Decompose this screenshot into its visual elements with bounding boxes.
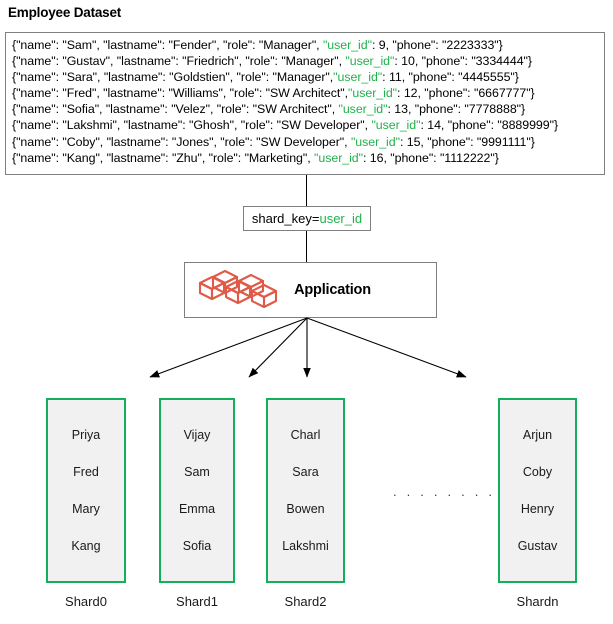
shard-label-n: Shardn [516,594,559,609]
shard-column-n: Arjun Coby Henry Gustav Shardn [498,398,577,609]
shard-label-1: Shard1 [176,594,218,609]
shard-key-value: user_id [319,211,363,226]
shard-entry: Vijay [183,427,211,442]
record-suffix: : 15, "phone": "9991111"} [399,134,535,149]
stacked-cubes-icon [198,269,278,309]
record-prefix: {"name": "Sam", "lastname": "Fender", "r… [12,38,323,52]
shard-box-n: Arjun Coby Henry Gustav [498,398,577,583]
shard-column-0: Priya Fred Mary Kang Shard0 [46,398,126,609]
shard-key-text: shard_key=user_id [252,211,362,226]
shard-box-2: Charl Sara Bowen Lakshmi [266,398,345,583]
shard-box-1: Vijay Sam Emma Sofia [159,398,235,583]
shard-entry: Sofia [182,539,212,554]
shard-box-0: Priya Fred Mary Kang [46,398,126,583]
connector-dataset-to-shardkey [306,175,307,206]
record-suffix: : 12, "phone": "6667777"} [397,86,535,101]
record-prefix: {"name": "Lakshmi", "lastname": "Ghosh",… [12,118,372,133]
record-suffix: : 13, "phone": "7778888"} [387,102,526,117]
shard-ellipsis: . . . . . . . . [393,484,496,499]
record-shardkey-field: "user_id" [314,150,364,165]
shard-entry: Mary [72,502,100,517]
dataset-record-row: {"name": "Kang", "lastname": "Zhu", "rol… [12,150,602,166]
record-suffix: : 16, "phone": "1112222"} [363,150,499,165]
shard-entry: Henry [520,502,555,517]
record-suffix: : 14, "phone": "8889999"} [420,118,559,133]
arrow-to-shardn [306,317,467,378]
shard-entry: Charl [290,427,321,442]
record-shardkey-field: "user_id" [350,134,400,149]
shard-label-0: Shard0 [65,594,107,609]
shard-entry: Sam [184,464,210,479]
record-shardkey-field: "user_id" [348,86,398,101]
record-prefix: {"name": "Kang", "lastname": "Zhu", "rol… [12,150,315,165]
shard-entry: Bowen [286,502,325,517]
shard-entry: Sara [292,464,319,479]
dataset-record-row: {"name": "Sofia", "lastname": "Velez", "… [12,101,602,117]
dataset-record-row: {"name": "Coby", "lastname": "Jones", "r… [12,134,602,150]
connector-shardkey-to-application [306,231,307,262]
shard-column-2: Charl Sara Bowen Lakshmi Shard2 [266,398,345,609]
record-shardkey-field: "user_id" [371,118,421,133]
arrow-to-shard0 [149,317,308,378]
dataset-record-row: {"name": "Lakshmi", "lastname": "Ghosh",… [12,117,602,133]
shard-entry: Coby [522,464,553,479]
record-suffix: : 9, "phone": "2223333"} [371,38,503,52]
arrow-to-shard1 [248,317,308,378]
record-suffix: : 10, "phone": "3334444"} [394,54,532,69]
dataset-record-row: {"name": "Fred", "lastname": "Williams",… [12,85,602,101]
dataset-record-row: {"name": "Sara", "lastname": "Goldstien"… [12,69,602,85]
dataset-record-row: {"name": "Sam", "lastname": "Fender", "r… [12,37,602,53]
dataset-record-list: {"name": "Sam", "lastname": "Fender", "r… [12,37,602,166]
shard-key-label: shard_key= [251,211,320,226]
record-shardkey-field: "user_id" [322,38,372,52]
shard-column-1: Vijay Sam Emma Sofia Shard1 [159,398,235,609]
dataset-record-row: {"name": "Gustav", "lastname": "Friedric… [12,53,602,69]
record-shardkey-field: "user_id" [338,102,388,117]
shard-key-box: shard_key=user_id [243,206,371,231]
application-box: Application [184,262,437,318]
record-prefix: {"name": "Sara", "lastname": "Goldstien"… [12,70,334,85]
page-title: Employee Dataset [8,5,122,20]
record-prefix: {"name": "Gustav", "lastname": "Friedric… [12,54,346,69]
record-shardkey-field: "user_id" [345,54,395,69]
shard-entry: Lakshmi [282,539,329,554]
shard-entry: Fred [73,464,99,479]
shard-entry: Priya [71,427,101,442]
record-prefix: {"name": "Coby", "lastname": "Jones", "r… [12,134,351,149]
dataset-box: {"name": "Sam", "lastname": "Fender", "r… [5,32,605,175]
record-shardkey-field: "user_id" [333,70,383,85]
shard-entry: Arjun [522,427,553,442]
shard-entry: Gustav [517,539,558,554]
shard-entry: Emma [178,502,216,517]
record-prefix: {"name": "Fred", "lastname": "Williams",… [12,86,349,101]
record-suffix: : 11, "phone": "4445555"} [382,70,519,85]
shard-entry: Kang [71,539,101,554]
record-prefix: {"name": "Sofia", "lastname": "Velez", "… [12,102,339,117]
shard-label-2: Shard2 [284,594,327,609]
